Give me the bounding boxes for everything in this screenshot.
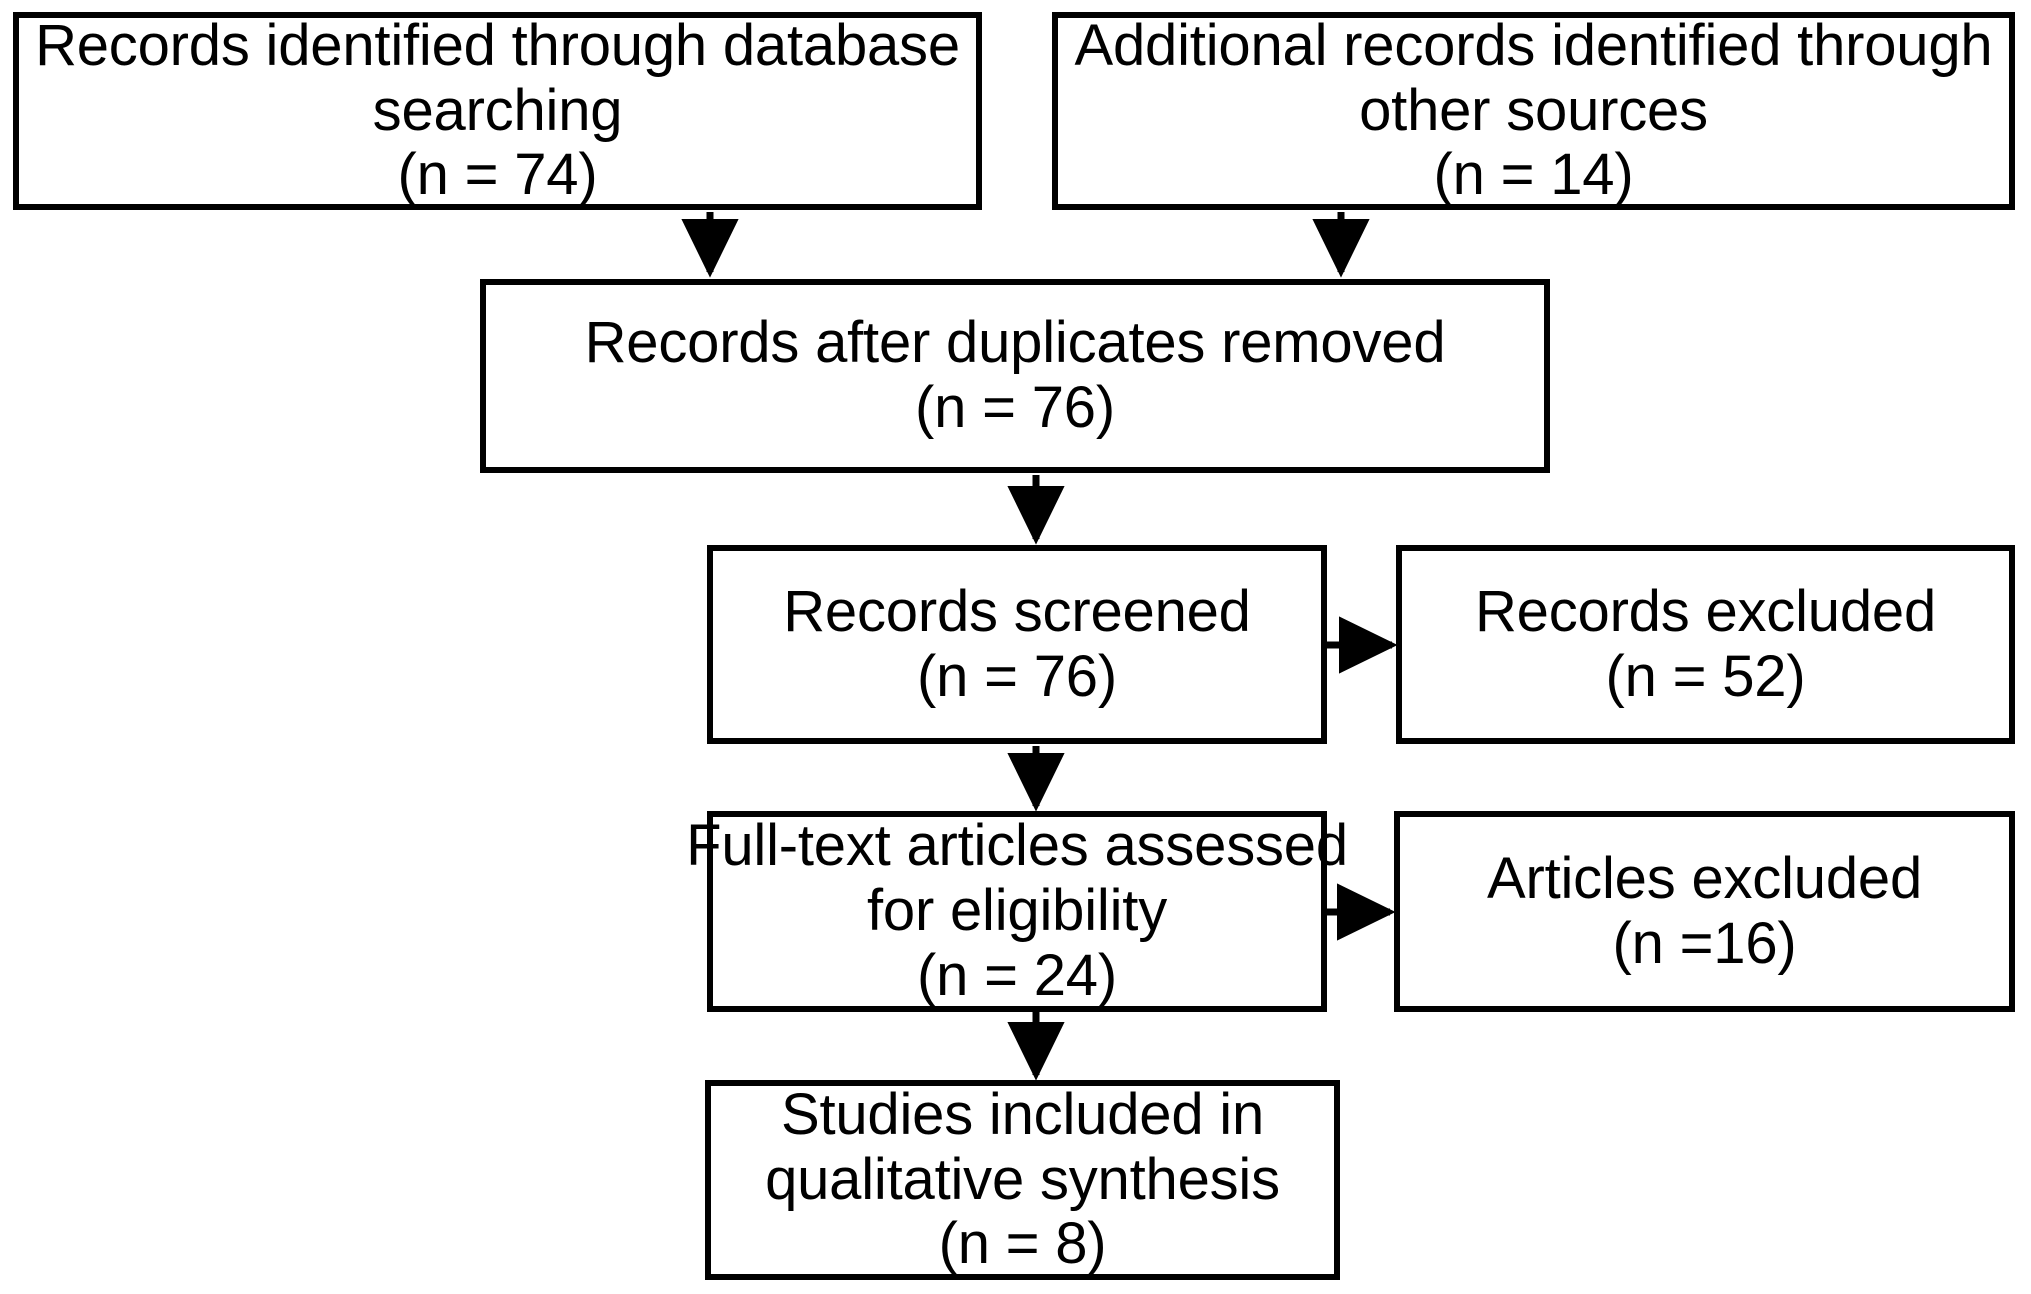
node-count: (n = 24) [917,942,1117,1008]
node-records-excluded: Records excluded (n = 52) [1396,545,2015,744]
node-line: Records screened [783,578,1251,644]
node-line: other sources [1359,77,1708,143]
node-line: Records after duplicates removed [584,310,1446,376]
node-line: Full-text articles assessed [686,813,1348,879]
node-line: Records identified through database [35,12,960,78]
node-line: for eligibility [867,878,1167,944]
node-duplicates-removed: Records after duplicates removed (n = 76… [480,279,1550,473]
node-count: (n = 76) [915,375,1115,440]
node-identification-database: Records identified through database sear… [13,12,982,210]
node-count: (n = 52) [1605,643,1806,709]
node-records-screened: Records screened (n = 76) [707,545,1327,744]
node-line: Studies included in [780,1081,1265,1147]
node-line: searching [372,77,623,143]
node-line: Records excluded [1474,578,1937,644]
node-count: (n =16) [1612,910,1797,976]
node-line: qualitative synthesis [765,1146,1280,1212]
node-line: Articles excluded [1486,845,1923,911]
node-articles-excluded: Articles excluded (n =16) [1394,811,2015,1012]
node-identification-other: Additional records identified through ot… [1052,12,2015,210]
node-line: Additional records identified through [1074,12,1993,78]
node-count: (n = 14) [1433,142,1634,208]
node-studies-included: Studies included in qualitative synthesi… [705,1080,1340,1280]
node-count: (n = 76) [917,643,1117,709]
node-fulltext-assessed: Full-text articles assessed for eligibil… [686,811,1348,1012]
node-count: (n = 8) [938,1211,1107,1277]
node-count: (n = 74) [397,142,598,208]
